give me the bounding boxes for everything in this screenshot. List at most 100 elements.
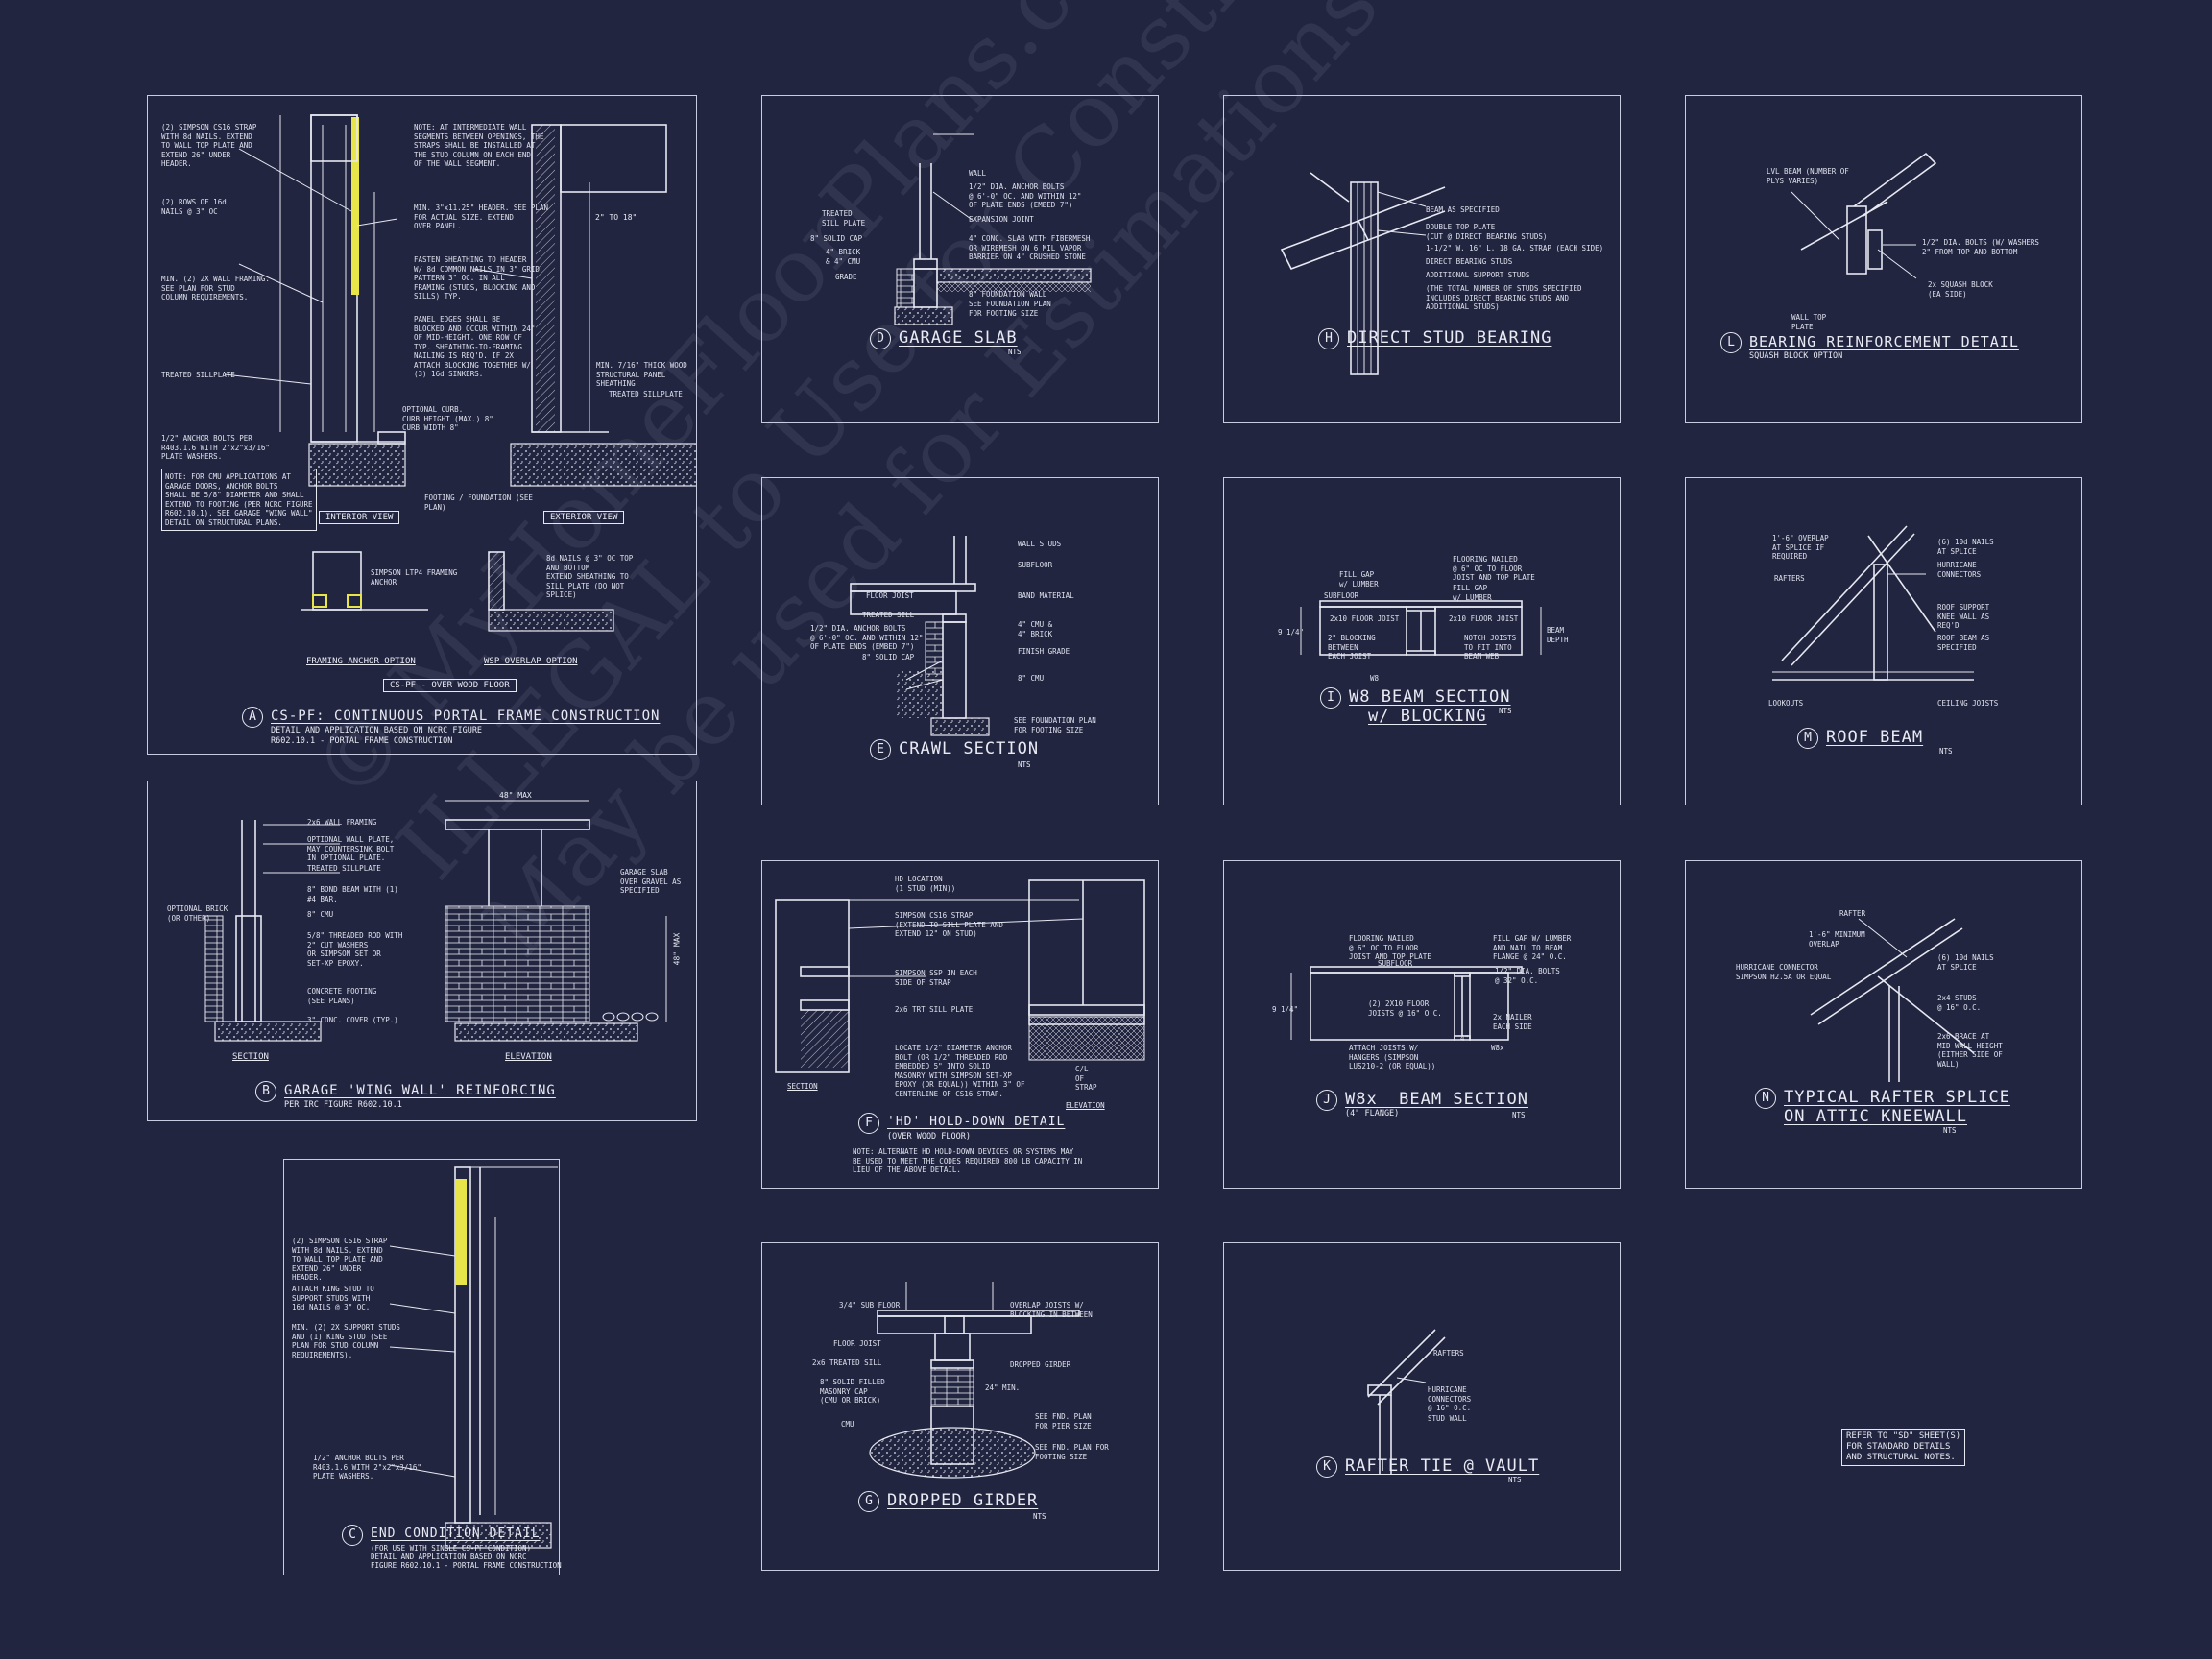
elevation-label-f: ELEVATION	[1066, 1101, 1105, 1110]
detail-letter-badge: B	[255, 1081, 276, 1102]
note-e1: WALL STUDS	[1018, 540, 1062, 548]
nts-label: NTS	[1512, 1111, 1526, 1119]
note-g2: OVERLAP JOISTS W/ BLOCKING IN BETWEEN	[1010, 1301, 1093, 1319]
note-a16: 8d NAILS @ 3" OC TOP AND BOTTOM EXTEND S…	[546, 554, 634, 599]
note-e2: SUBFLOOR	[1018, 561, 1053, 569]
note-b2: OPTIONAL WALL PLATE, MAY COUNTERSINK BOL…	[307, 835, 395, 862]
detail-title-g: G DROPPED GIRDER	[858, 1491, 1038, 1512]
nts-label: NTS	[1508, 1476, 1522, 1484]
rafter-tie-drawing	[1367, 1329, 1446, 1474]
note-j9: 9 1/4"	[1272, 1005, 1299, 1014]
detail-title-j: J W8x BEAM SECTION (4" FLANGE)	[1316, 1090, 1528, 1119]
detail-title-b: B GARAGE 'WING WALL' REINFORCING PER IRC…	[255, 1081, 556, 1111]
note-i10: 9 1/4"	[1278, 628, 1305, 637]
note-b6: 5/8" THREADED ROD WITH 2" CUT WASHERS OR…	[307, 931, 403, 968]
section-label-b: SECTION	[232, 1052, 269, 1062]
note-d10: GRADE	[835, 273, 857, 281]
note-a11: MIN. 7/16" THICK WOOD STRUCTURAL PANEL S…	[596, 361, 687, 388]
note-b5: 8" CMU	[307, 910, 334, 919]
detail-panel-h: BEAM AS SPECIFIED DOUBLE TOP PLATE (CUT …	[1223, 95, 1621, 423]
note-e9: FINISH GRADE	[1018, 647, 1070, 656]
note-l4: WALL TOP PLATE	[1791, 313, 1827, 331]
detail-letter-badge: K	[1316, 1456, 1337, 1478]
note-c1: (2) SIMPSON CS16 STRAP WITH 8d NAILS. EX…	[292, 1237, 388, 1282]
detail-panel-c: (2) SIMPSON CS16 STRAP WITH 8d NAILS. EX…	[283, 1159, 562, 1575]
note-i11: BEAM DEPTH	[1547, 626, 1569, 644]
note-j1: FLOORING NAILED @ 6" OC TO FLOOR JOIST A…	[1349, 934, 1431, 961]
detail-title: BEARING REINFORCEMENT DETAIL	[1749, 333, 2019, 350]
note-j2: SUBFLOOR	[1378, 959, 1413, 968]
detail-letter-badge: A	[242, 707, 263, 728]
note-f3: SIMPSON SSP IN EACH SIDE OF STRAP	[895, 969, 977, 987]
nts-label: NTS	[1008, 348, 1022, 356]
note-n3: HURRICANE CONNECTOR SIMPSON H2.5A OR EQU…	[1736, 963, 1832, 981]
detail-title-line2: w/ BLOCKING	[1368, 707, 1487, 726]
detail-title: CRAWL SECTION	[899, 739, 1040, 758]
note-j3: FILL GAP W/ LUMBER AND NAIL TO BEAM FLAN…	[1493, 934, 1572, 961]
note-b3: TREATED SILLPLATE	[307, 864, 381, 873]
note-a2: (2) ROWS OF 16d NAILS @ 3" OC	[161, 198, 227, 216]
detail-title: TYPICAL RAFTER SPLICE	[1784, 1088, 2010, 1107]
note-e7: 8" SOLID CAP	[862, 653, 915, 661]
note-j5: (2) 2X10 FLOOR JOISTS @ 16" O.C.	[1368, 999, 1442, 1018]
detail-panel-a: (2) SIMPSON CS16 STRAP WITH 8d NAILS. EX…	[147, 95, 697, 755]
note-d3: EXPANSION JOINT	[969, 215, 1034, 224]
detail-letter-badge: L	[1720, 332, 1742, 353]
note-g8: SEE FND. PLAN FOR PIER SIZE	[1035, 1412, 1092, 1431]
note-j4: 1/2" DIA. BOLTS @ 32" O.C.	[1495, 967, 1560, 985]
interior-view-label: INTERIOR VIEW	[319, 511, 400, 524]
note-e4: FLOOR JOIST	[866, 591, 914, 600]
note-f4: 2x6 TRT SILL PLATE	[895, 1005, 974, 1014]
detail-subtitle: PER IRC FIGURE R602.10.1	[284, 1100, 402, 1110]
framing-anchor-label: FRAMING ANCHOR OPTION	[306, 657, 416, 666]
wsp-overlap-label: WSP OVERLAP OPTION	[484, 657, 578, 666]
note-g6: 8" SOLID FILLED MASONRY CAP (CMU OR BRIC…	[820, 1378, 885, 1405]
over-wood-floor-label: CS-PF - OVER WOOD FLOOR	[383, 679, 517, 692]
note-m7: LOOKOUTS	[1768, 699, 1804, 708]
note-j10: 4"	[1460, 1034, 1470, 1043]
detail-title: 'HD' HOLD-DOWN DETAIL	[887, 1115, 1066, 1129]
detail-panel-f: HD LOCATION (1 STUD (MIN)) SIMPSON CS16 …	[761, 860, 1159, 1189]
detail-title-n: N TYPICAL RAFTER SPLICE ON ATTIC KNEEWAL…	[1755, 1088, 2010, 1126]
end-condition-drawing	[389, 1166, 558, 1549]
note-h6: (THE TOTAL NUMBER OF STUDS SPECIFIED INC…	[1426, 284, 1582, 311]
detail-panel-d: WALL 1/2" DIA. ANCHOR BOLTS @ 6'-0" OC. …	[761, 95, 1159, 423]
note-d6: SEE FOUNDATION PLAN FOR FOOTING SIZE	[969, 300, 1051, 318]
note-b10: GARAGE SLAB OVER GRAVEL AS SPECIFIED	[620, 868, 682, 895]
detail-title: ROOF BEAM	[1826, 728, 1924, 747]
note-i2: SUBFLOOR	[1324, 591, 1359, 600]
note-h3: 1-1/2" W. 16" L. 18 GA. STRAP (EACH SIDE…	[1426, 244, 1604, 252]
detail-title: DROPPED GIRDER	[887, 1491, 1039, 1510]
w8-beam-drawing	[1300, 600, 1542, 656]
garage-slab-drawing	[894, 133, 1092, 325]
note-d4: 4" CONC. SLAB WITH FIBERMESH OR WIREMESH…	[969, 234, 1091, 261]
note-i4: FILL GAP w/ LUMBER	[1453, 584, 1492, 602]
note-i7: 2" BLOCKING BETWEEN EACH JOIST	[1328, 634, 1376, 661]
note-a8: MIN. 3"x11.25" HEADER. SEE PLAN FOR ACTU…	[414, 204, 548, 230]
note-j8: W8x	[1491, 1044, 1504, 1052]
note-g9: SEE FND. PLAN FOR FOOTING SIZE	[1035, 1443, 1109, 1461]
detail-panel-g: 3/4" SUB FLOOR OVERLAP JOISTS W/ BLOCKIN…	[761, 1242, 1159, 1571]
note-f1: HD LOCATION (1 STUD (MIN))	[895, 875, 956, 893]
detail-title-d: D GARAGE SLAB	[870, 328, 1018, 349]
exterior-view-label: EXTERIOR VIEW	[543, 511, 625, 524]
detail-title: W8 BEAM SECTION	[1349, 687, 1511, 707]
detail-letter-badge: H	[1318, 328, 1339, 349]
note-i8: NOTCH JOISTS TO FIT INTO BEAM WEB	[1464, 634, 1517, 661]
detail-subtitle: (FOR USE WITH SINGLE CS-PF CONDITION) DE…	[371, 1544, 562, 1570]
note-a6: NOTE: FOR CMU APPLICATIONS AT GARAGE DOO…	[161, 469, 317, 531]
nts-label: NTS	[1018, 760, 1031, 769]
note-k1: RAFTERS	[1433, 1349, 1464, 1358]
detail-panel-b: 2x6 WALL FRAMING OPTIONAL WALL PLATE, MA…	[147, 781, 697, 1121]
note-n2: 1'-6" MINIMUM OVERLAP	[1809, 930, 1865, 949]
rafter-splice-drawing	[1810, 918, 1975, 1082]
note-m6: ROOF BEAM AS SPECIFIED	[1937, 634, 1990, 652]
detail-title-m: M ROOF BEAM	[1797, 728, 1923, 749]
note-h5: ADDITIONAL SUPPORT STUDS	[1426, 271, 1530, 279]
elevation-label-b: ELEVATION	[505, 1052, 552, 1062]
note-l1: LVL BEAM (NUMBER OF PLYS VARIES)	[1767, 167, 1849, 185]
note-d7: TREATED SILL PLATE	[822, 209, 866, 228]
note-i3: FLOORING NAILED @ 6" OC TO FLOOR JOIST A…	[1453, 555, 1535, 582]
note-a9: FASTEN SHEATHING TO HEADER W/ 8d COMMON …	[414, 255, 540, 301]
note-f6: NOTE: ALTERNATE HD HOLD-DOWN DEVICES OR …	[853, 1147, 1083, 1174]
